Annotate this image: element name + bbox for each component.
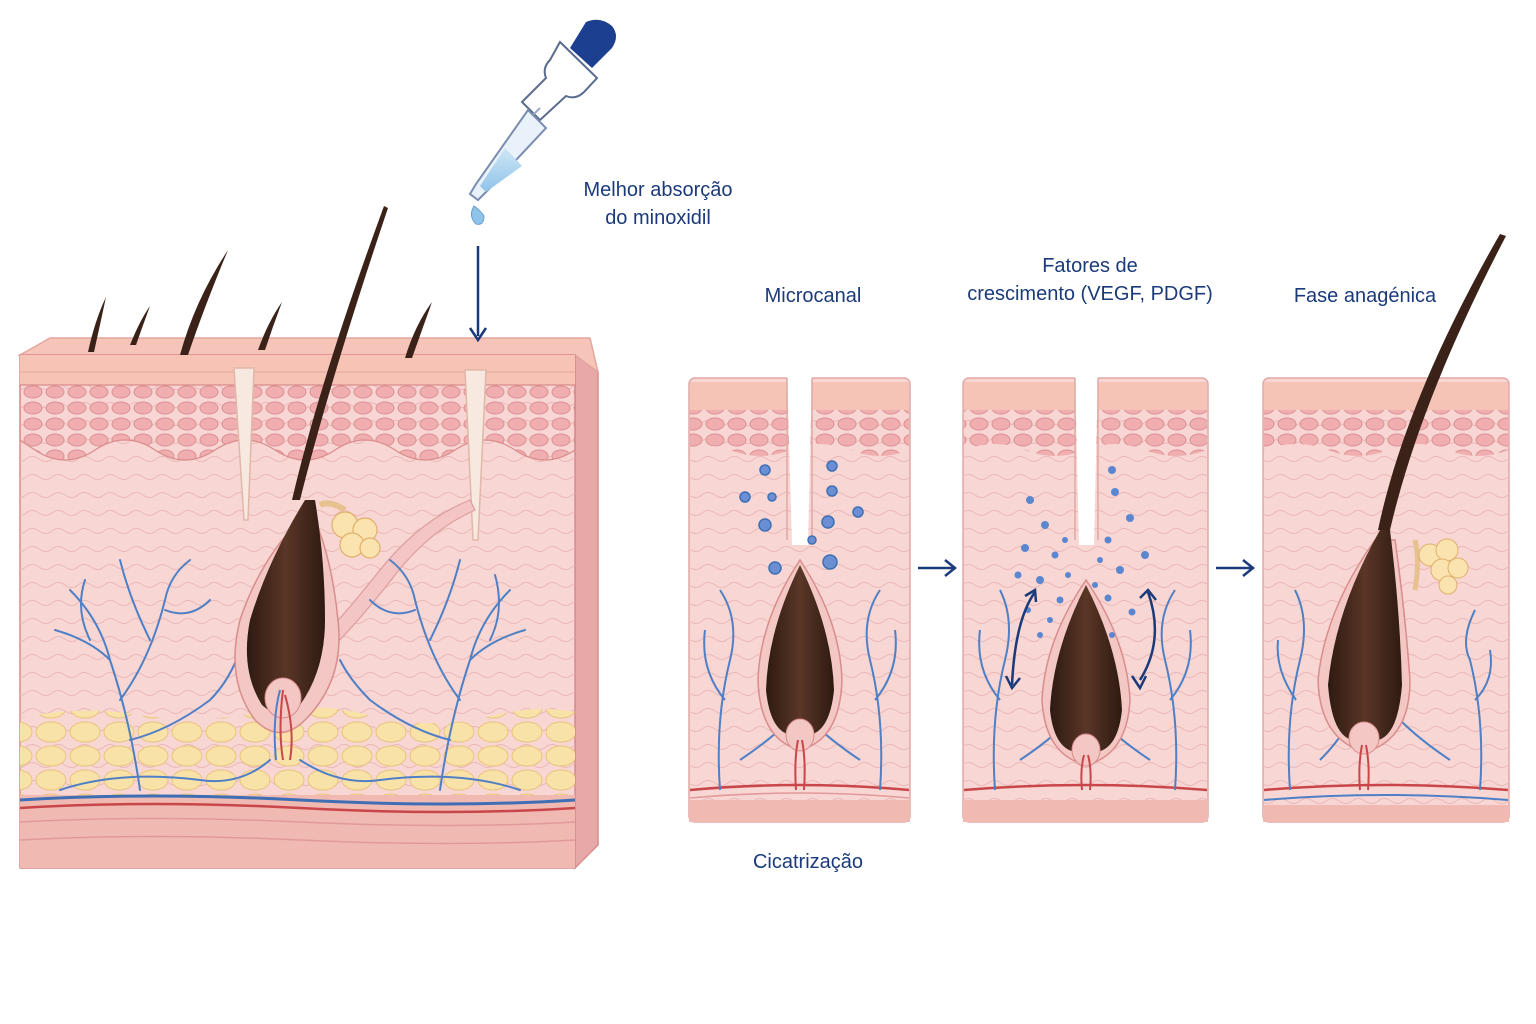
arrow-right-icon	[918, 559, 958, 577]
curved-arrow-icon	[1004, 587, 1157, 691]
microchannel-label: Microcanal	[764, 285, 862, 307]
arrow-down-icon	[468, 246, 488, 343]
hair-follicle-main	[234, 206, 388, 761]
microchannel-left	[233, 367, 255, 521]
dropper-icon	[468, 19, 616, 225]
panel-growth-factors	[962, 372, 1209, 823]
growth-factors-label-line1: Fatores de	[1042, 255, 1138, 277]
anagen-phase-label: Fase anagénica	[1293, 285, 1437, 307]
surface-hairs	[88, 250, 432, 358]
vessel-network-main	[54, 559, 526, 791]
growth-factors-label: Fatores de crescimento (VEGF, PDGF)	[950, 252, 1230, 308]
panel-microchannel	[688, 372, 911, 823]
absorption-label: Melhor absorção do minoxidil	[548, 176, 768, 232]
absorption-label-line2: do minoxidil	[605, 207, 711, 229]
microchannel-right	[464, 369, 487, 541]
panel-anagen	[1262, 234, 1510, 823]
sebaceous-gland-main	[318, 500, 381, 559]
healing-label: Cicatrização	[752, 851, 864, 873]
arrow-right-icon	[1216, 559, 1256, 577]
growth-factors-label-line2: crescimento (VEGF, PDGF)	[967, 283, 1213, 305]
absorption-label-line1: Melhor absorção	[583, 179, 733, 201]
